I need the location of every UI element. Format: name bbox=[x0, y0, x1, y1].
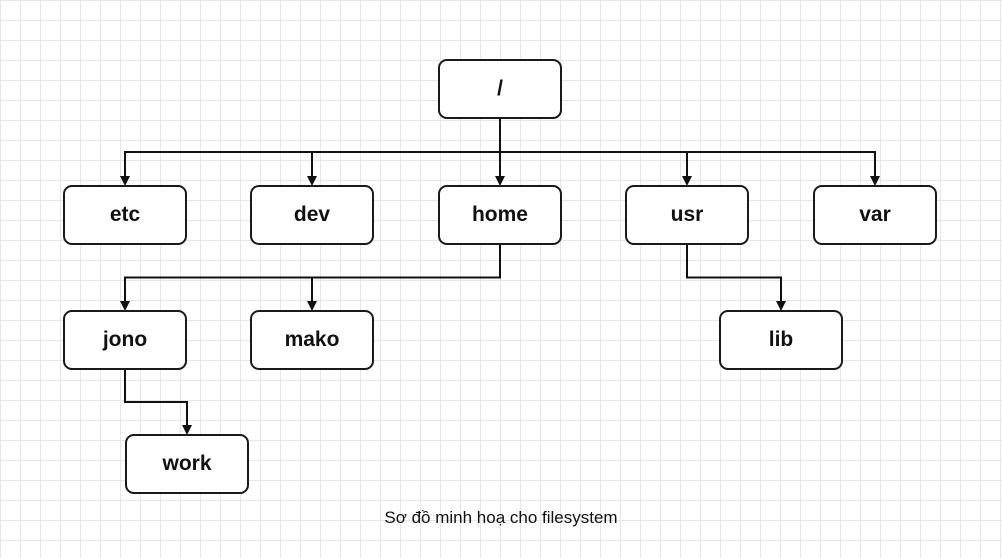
node-var: var bbox=[813, 185, 937, 245]
connector-usr-lib bbox=[686, 245, 786, 311]
node-dev: dev bbox=[250, 185, 374, 245]
connector-root-var bbox=[499, 119, 880, 186]
node-lib: lib bbox=[719, 310, 843, 370]
connector-jono-work bbox=[124, 370, 192, 435]
diagram-caption: Sơ đồ minh hoạ cho filesystem bbox=[384, 508, 618, 527]
connector-root-dev bbox=[307, 119, 501, 186]
node-usr: usr bbox=[625, 185, 749, 245]
node-root: / bbox=[438, 59, 562, 119]
node-mako: mako bbox=[250, 310, 374, 370]
node-home: home bbox=[438, 185, 562, 245]
node-etc: etc bbox=[63, 185, 187, 245]
node-jono: jono bbox=[63, 310, 187, 370]
node-work: work bbox=[125, 434, 249, 494]
connector-home-mako bbox=[307, 245, 501, 311]
